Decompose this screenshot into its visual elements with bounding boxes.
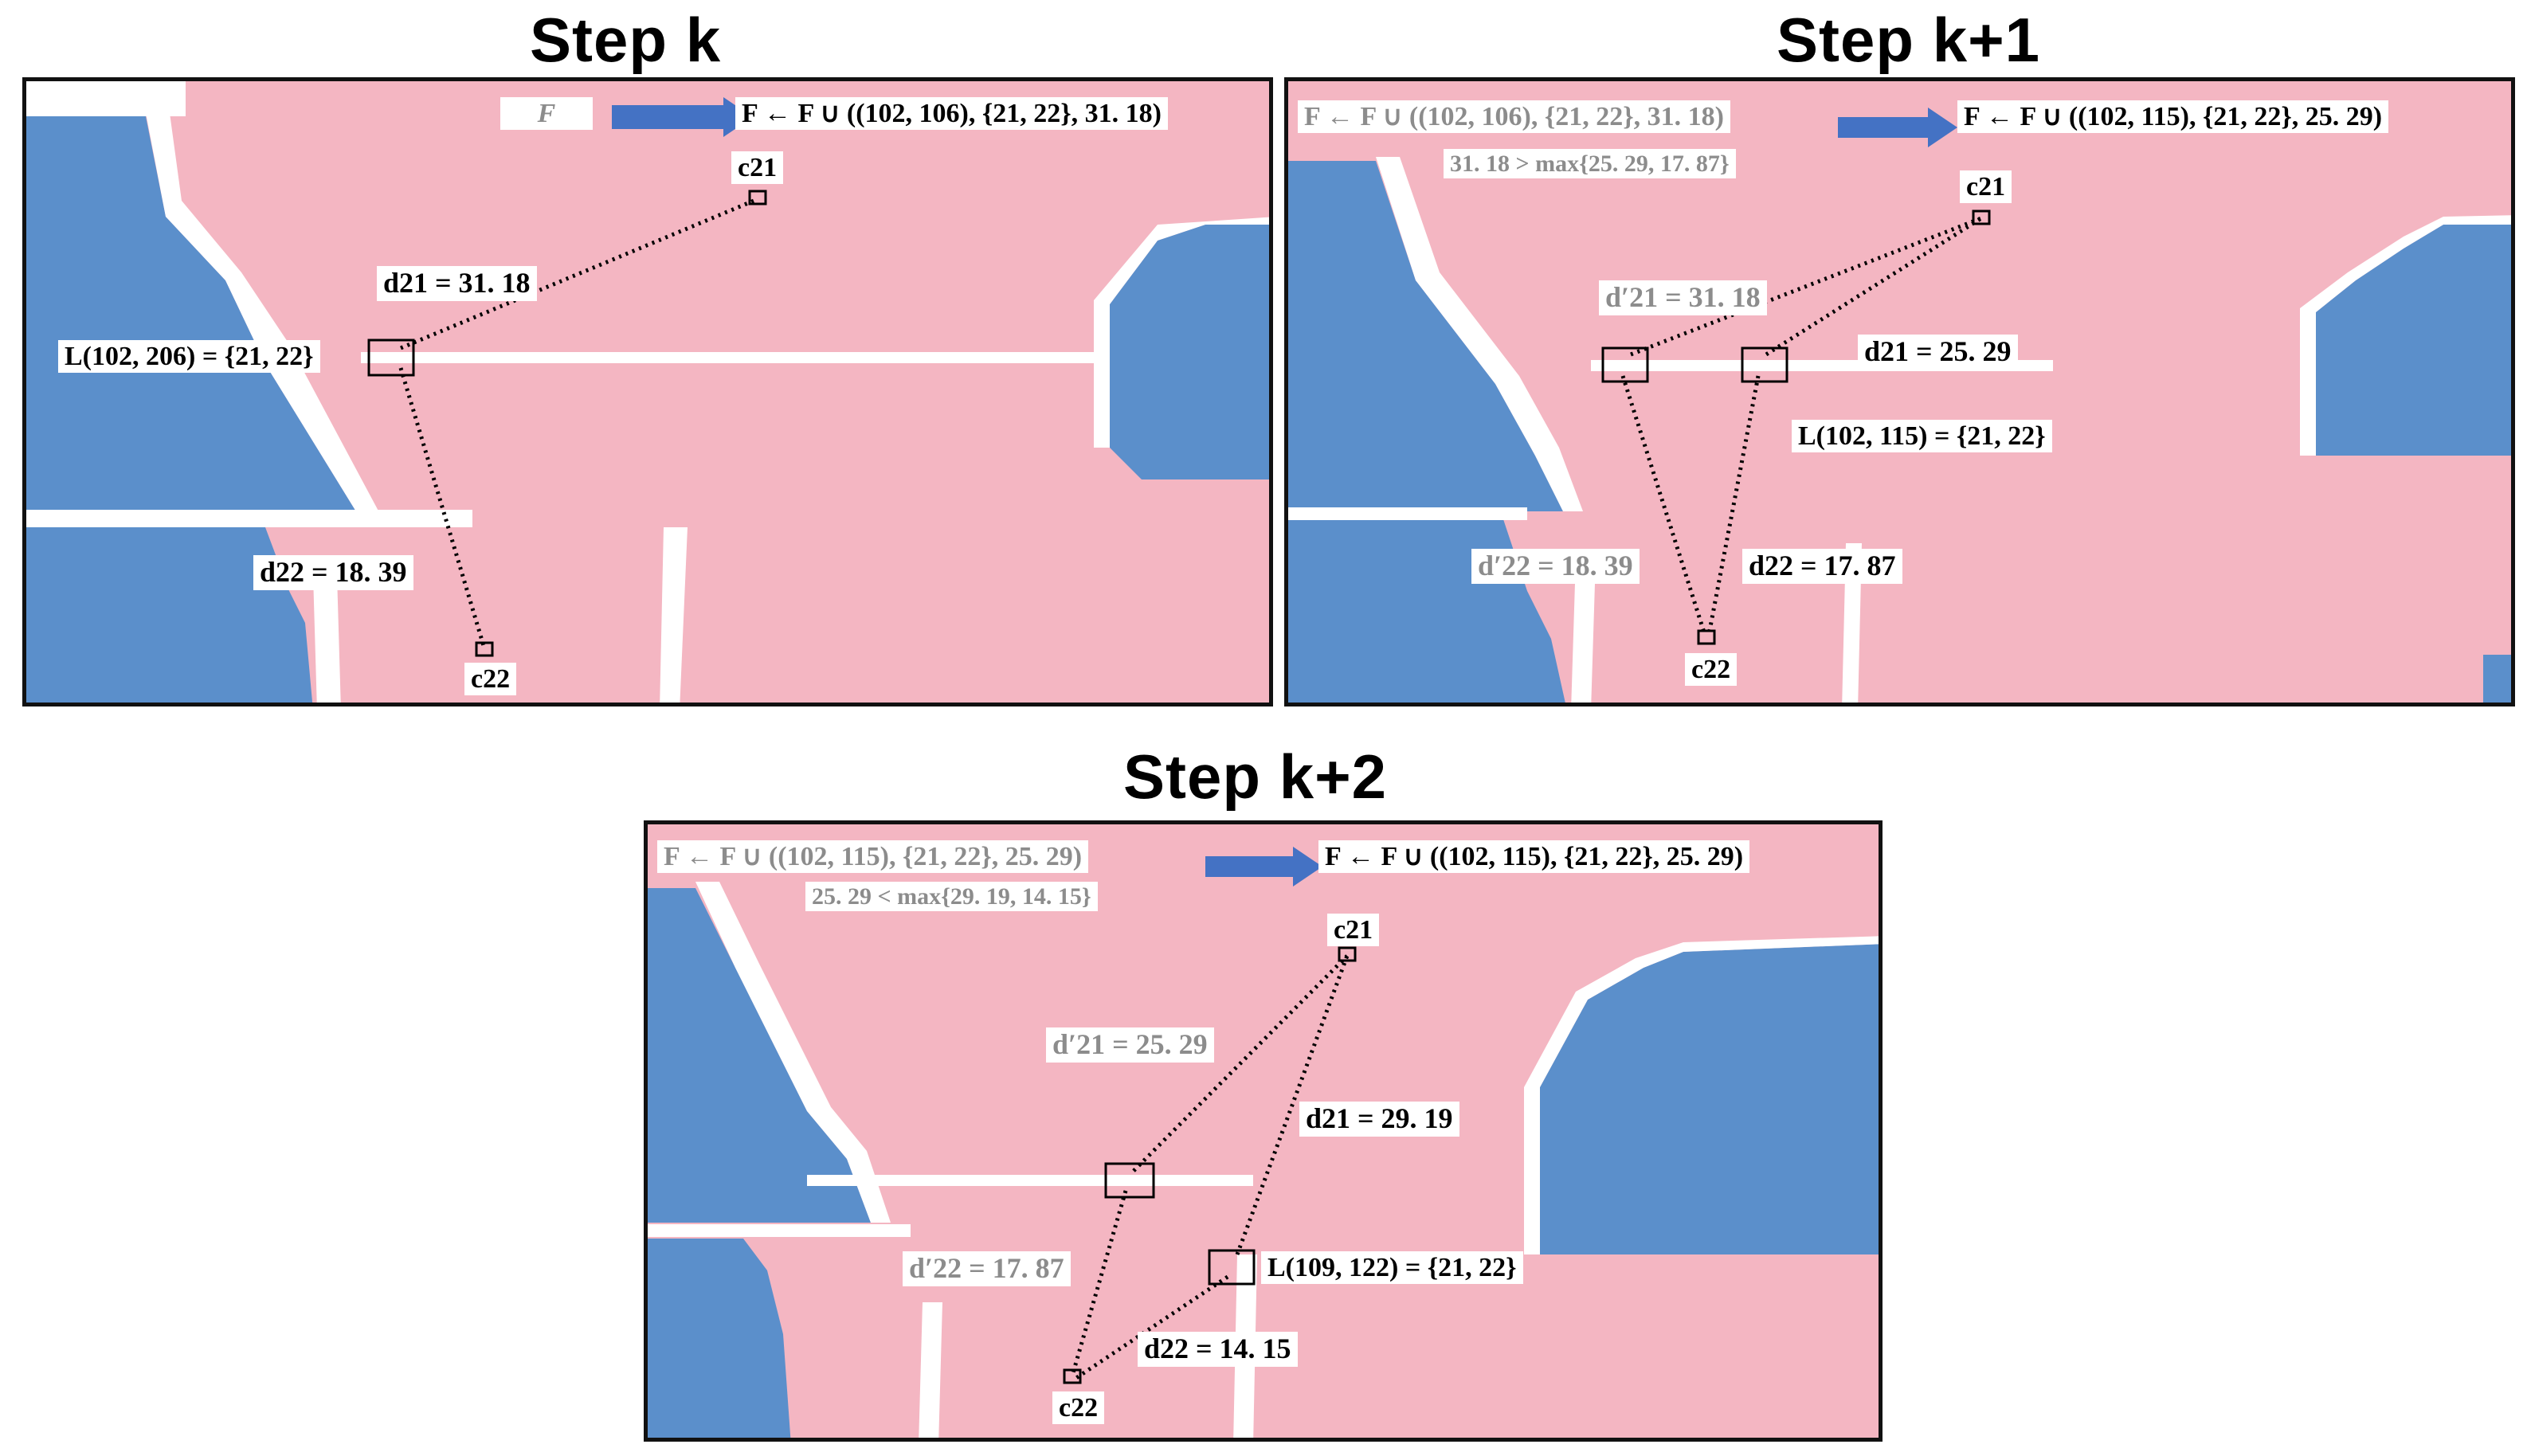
prev-forest-update: F ← F ∪ ((102, 106), {21, 22}, 31. 18) <box>1298 100 1730 134</box>
centroid-c22-marker <box>1697 629 1716 645</box>
region-map <box>1288 157 2511 703</box>
distance-overlay <box>367 97 767 657</box>
comparison-label: 25. 29 < max{29. 19, 14. 15} <box>805 882 1098 911</box>
distance-overlay <box>1063 847 1357 1384</box>
distance-line-d22 <box>1706 375 1761 636</box>
title-step-k: Step k <box>530 5 722 75</box>
d21-label: d21 = 31. 18 <box>377 266 537 301</box>
prev-forest-update: F ← F ∪ ((102, 115), {21, 22}, 25. 29) <box>657 840 1089 874</box>
distance-line-d22 <box>1075 1274 1229 1380</box>
title-step-k1: Step k+1 <box>1777 5 2041 75</box>
c21-label: c21 <box>1960 170 2012 204</box>
distance-line-d21 <box>1235 955 1350 1255</box>
f-label: F <box>500 97 593 131</box>
prev-d22-label: d′22 = 18. 39 <box>1471 549 1640 584</box>
c22-label: c22 <box>1685 653 1738 687</box>
prev-distance-line-d21 <box>1132 954 1349 1172</box>
comparison-label: 31. 18 > max{25. 29, 17. 87} <box>1444 149 1736 178</box>
forest-update: F ← F ∪ ((102, 106), {21, 22}, 31. 18) <box>735 97 1168 131</box>
distance-line-d22 <box>398 367 487 649</box>
d21-label: d21 = 25. 29 <box>1858 335 2018 370</box>
prev-location-box <box>1104 1162 1155 1199</box>
arrow-icon <box>1205 847 1322 887</box>
panel-step-k2: F ← F ∪ ((102, 115), {21, 22}, 25. 29) F… <box>644 820 1883 1442</box>
forest-update: F ← F ∪ ((102, 115), {21, 22}, 25. 29) <box>1318 840 1750 874</box>
prev-distance-line-d22 <box>1070 1190 1128 1376</box>
prev-d21-label: d′21 = 25. 29 <box>1046 1027 1214 1063</box>
distance-overlay <box>1601 108 1991 645</box>
c21-label: c21 <box>1327 914 1380 947</box>
prev-location-box <box>1601 346 1649 383</box>
c22-label: c22 <box>1052 1391 1105 1425</box>
c22-label: c22 <box>464 663 517 696</box>
centroid-c21-marker <box>748 190 767 205</box>
centroid-c21-marker <box>1972 209 1991 225</box>
arrow-icon <box>612 97 753 137</box>
centroid-c21-marker <box>1338 946 1357 962</box>
c21-label: c21 <box>731 151 784 185</box>
location-label: L(109, 122) = {21, 22} <box>1261 1251 1523 1285</box>
forest-update: F ← F ∪ ((102, 115), {21, 22}, 25. 29) <box>1957 100 2389 134</box>
title-step-k2: Step k+2 <box>1123 742 1388 812</box>
location-label: L(102, 206) = {21, 22} <box>58 340 320 374</box>
prev-distance-line-d22 <box>1620 375 1707 636</box>
d22-label: d22 = 14. 15 <box>1138 1332 1298 1367</box>
location-cell-box <box>367 339 415 377</box>
location-cell-box <box>1741 346 1788 383</box>
d22-label: d22 = 18. 39 <box>253 555 413 590</box>
d22-label: d22 = 17. 87 <box>1742 549 1902 584</box>
panel-step-k: F F ← F ∪ ((102, 106), {21, 22}, 31. 18)… <box>22 77 1273 706</box>
location-label: L(102, 115) = {21, 22} <box>1792 420 2052 453</box>
prev-d21-label: d′21 = 31. 18 <box>1599 280 1767 315</box>
region-map <box>648 882 1879 1438</box>
arrow-icon <box>1838 108 1957 147</box>
region-map <box>26 81 1269 703</box>
panel-step-k1: F ← F ∪ ((102, 106), {21, 22}, 31. 18) F… <box>1284 77 2515 706</box>
prev-d22-label: d′22 = 17. 87 <box>903 1251 1071 1286</box>
d21-label: d21 = 29. 19 <box>1299 1102 1459 1137</box>
prev-distance-line-d21 <box>1630 216 1982 357</box>
location-cell-box <box>1208 1249 1256 1286</box>
